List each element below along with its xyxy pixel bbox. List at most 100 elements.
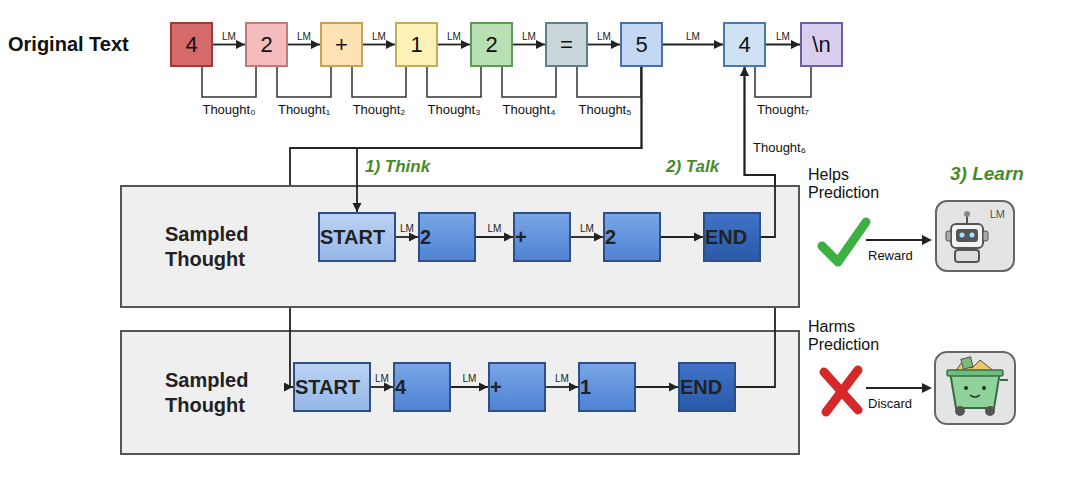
thought-label: Thought₂: [353, 102, 406, 117]
arrow-head: [791, 40, 800, 49]
node-text: 1: [410, 32, 422, 58]
step-label: 2) Talk: [666, 157, 719, 177]
thought-token: +: [513, 212, 571, 262]
arrow-head: [386, 40, 395, 49]
bracket: [502, 67, 556, 97]
bracket: [202, 67, 256, 97]
thought-token: 2: [418, 212, 476, 262]
arrow-label: Reward: [868, 248, 913, 263]
token-box: 4: [723, 22, 766, 67]
edge-label: LM: [597, 31, 611, 42]
edge-label: LM: [372, 31, 386, 42]
arrow-head: [740, 67, 749, 76]
arrow-head: [669, 383, 678, 392]
token-box: =: [545, 22, 588, 67]
sampled-thought-panel: Sampled Thought START 4 +1 END LM LM LM: [120, 330, 800, 455]
edge-label: LM: [400, 223, 414, 234]
arrow-head: [740, 67, 749, 76]
arrow-head: [284, 383, 293, 392]
edge-label: LM: [776, 31, 790, 42]
arrow-head: [311, 40, 320, 49]
step-label: 1) Think: [365, 157, 430, 177]
connector: [290, 67, 642, 387]
discard-arrow: [866, 383, 932, 393]
node-text: END: [705, 225, 759, 250]
node-text: START: [320, 225, 394, 250]
arrow-head: [236, 40, 245, 49]
outcome-label: Helps Prediction: [808, 166, 918, 203]
node-text: END: [680, 375, 734, 400]
check-mark: [822, 222, 866, 262]
edge-label: LM: [686, 31, 700, 42]
bracket: [577, 67, 641, 97]
panel-heading: Sampled Thought: [165, 368, 285, 418]
edge-label: LM: [580, 223, 594, 234]
node-text: START: [295, 375, 369, 400]
node-text: \n: [812, 32, 830, 58]
sampled-thought-panel: Sampled Thought START 2 +2 END LM LM LM: [120, 185, 800, 308]
node-text: 2: [485, 32, 497, 58]
thought-token: 2: [603, 212, 661, 262]
arrow-head: [694, 233, 703, 242]
token-box: 4: [170, 22, 213, 67]
edge-label: LM: [488, 223, 502, 234]
step-label: 3) Learn: [950, 163, 1024, 185]
thought-token: END: [703, 212, 761, 262]
token-box: 1: [395, 22, 438, 67]
arrow-head: [569, 383, 578, 392]
cross-mark: [824, 370, 858, 412]
edge-label: LM: [447, 31, 461, 42]
arrow-head: [504, 233, 513, 242]
edge-label: LM: [297, 31, 311, 42]
edge-label: LM: [463, 373, 477, 384]
thought-label: Thought₆: [753, 140, 806, 155]
token-box: 2: [470, 22, 513, 67]
node-text: 2: [260, 32, 272, 58]
arrow-label: Discard: [868, 396, 912, 411]
arrow-head: [353, 203, 362, 212]
bracket: [755, 67, 811, 97]
arrow-head: [594, 233, 603, 242]
token-box: 2: [245, 22, 288, 67]
node-text: 2: [605, 225, 659, 250]
node-text: LM: [990, 208, 1005, 220]
thought-token: +: [488, 362, 546, 412]
connector: [357, 67, 642, 212]
arrow-head: [536, 40, 545, 49]
thought-token: 4: [393, 362, 451, 412]
node-text: =: [560, 32, 573, 58]
bracket: [427, 67, 481, 97]
thought-token: START: [293, 362, 371, 412]
arrow-head: [714, 40, 723, 49]
lm-robot-icon: LM: [935, 200, 1015, 272]
thought-label: Thought₄: [502, 102, 555, 117]
reward-arrow: [866, 235, 932, 245]
thought-label: Thought₀: [202, 102, 255, 117]
panel-heading: Sampled Thought: [165, 222, 285, 272]
edge-label: LM: [522, 31, 536, 42]
arrow-head: [479, 383, 488, 392]
node-text: 2: [420, 225, 474, 250]
thought-token: END: [678, 362, 736, 412]
thought-brackets: [202, 67, 811, 97]
thought-label: Thought₃: [428, 102, 481, 117]
node-text: 4: [185, 32, 197, 58]
node-text: +: [490, 375, 544, 400]
arrow-head: [611, 40, 620, 49]
node-text: 5: [635, 32, 647, 58]
arrow-head: [461, 40, 470, 49]
thought-label: Thought₅: [579, 102, 632, 117]
node-text: 1: [580, 375, 634, 400]
edge-label: LM: [222, 31, 236, 42]
edge-label: LM: [375, 373, 389, 384]
edge-label: LM: [555, 373, 569, 384]
node-text: 4: [738, 32, 750, 58]
thought-label: Thought₁: [278, 102, 330, 117]
row-title: Original Text: [8, 33, 129, 56]
thought-label: Thought₇: [757, 102, 809, 117]
bracket: [352, 67, 406, 97]
trash-icon: [935, 352, 1015, 424]
token-box: 5: [620, 22, 663, 67]
node-text: +: [335, 32, 348, 58]
